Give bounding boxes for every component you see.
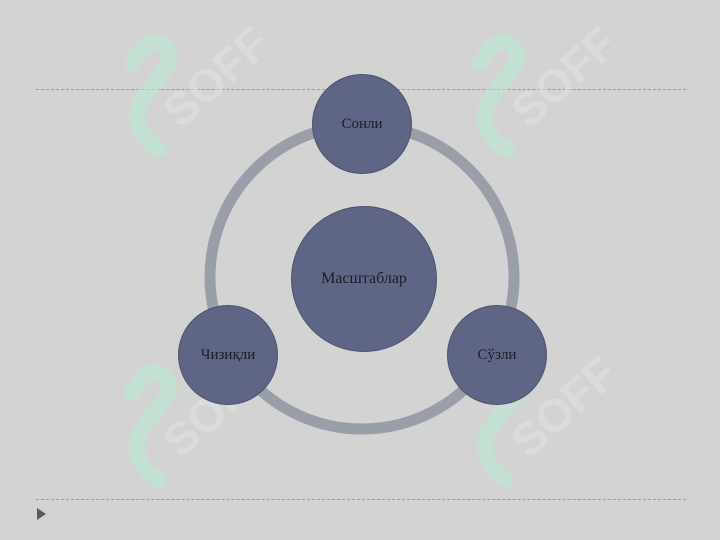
play-arrow-icon[interactable] bbox=[37, 508, 46, 520]
left-node: Чизиқли bbox=[178, 305, 278, 405]
svg-text:SOFF: SOFF bbox=[153, 16, 279, 137]
center-node-label: Масштаблар bbox=[321, 270, 407, 287]
right-node-label: Сўзли bbox=[477, 346, 517, 363]
right-node: Сўзли bbox=[447, 305, 547, 405]
watermark-logo: SOFF bbox=[124, 16, 279, 158]
bottom-divider bbox=[36, 499, 686, 500]
svg-text:SOFF: SOFF bbox=[501, 16, 627, 137]
top-node-label: Сонли bbox=[341, 115, 383, 132]
top-node: Сонли bbox=[312, 74, 412, 174]
left-node-label: Чизиқли bbox=[200, 346, 256, 363]
center-node: Масштаблар bbox=[291, 206, 437, 352]
watermark-logo: SOFF bbox=[472, 346, 627, 488]
watermark-logo: SOFF bbox=[472, 16, 627, 158]
